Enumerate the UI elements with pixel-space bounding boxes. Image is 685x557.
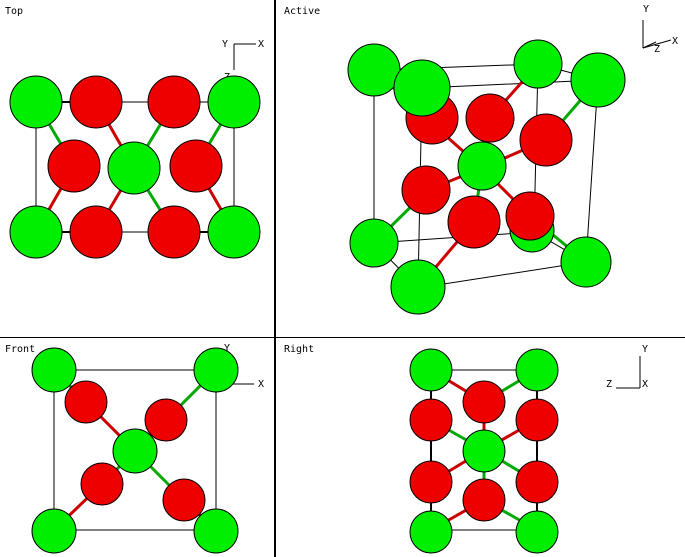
right-axis-y-label: Y (642, 344, 648, 355)
right-atom-red (409, 460, 453, 504)
active-axis-gizmo: Y X Z (642, 4, 678, 55)
top-pane-title: Top (5, 6, 24, 17)
active-atom-green (570, 52, 626, 108)
active-atom-green (393, 59, 451, 117)
front-atom-green (31, 508, 77, 554)
active-atoms (347, 39, 626, 315)
active-axis-x-label: X (672, 36, 678, 47)
top-atom-green (9, 75, 63, 129)
right-atom-red (515, 460, 559, 504)
right-pane-title: Right (284, 344, 315, 355)
front-atom-green (193, 508, 239, 554)
front-atom-red (144, 398, 188, 442)
active-axis-y-label: Y (643, 4, 649, 15)
top-unit-cell (35, 101, 235, 233)
viewport-active[interactable]: Y X Z (276, 0, 685, 337)
active-view-canvas: Y X Z (347, 4, 678, 315)
front-atom-green (112, 428, 158, 474)
top-atom-red (169, 139, 223, 193)
front-atom-red (80, 462, 124, 506)
horizontal-divider[interactable] (0, 337, 685, 338)
vertical-divider[interactable] (274, 0, 276, 557)
front-axis-x-label: X (258, 379, 264, 390)
front-atom-red (64, 380, 108, 424)
top-atom-green (107, 141, 161, 195)
right-axis-x-label: X (642, 379, 648, 390)
front-pane-title: Front (5, 344, 36, 355)
top-atom-red (147, 205, 201, 259)
right-atoms (409, 348, 559, 554)
front-axis-y-label: Y (224, 343, 230, 354)
right-atom-green (515, 510, 559, 554)
right-axis-gizmo: Y X Z (606, 344, 648, 390)
top-atom-red (69, 205, 123, 259)
active-atom-green (390, 259, 446, 315)
front-atom-green (193, 347, 239, 393)
right-atom-green (462, 429, 506, 473)
active-atom-green (560, 236, 612, 288)
top-atom-green (207, 205, 261, 259)
active-atom-red (505, 191, 555, 241)
active-pane-title: Active (284, 6, 321, 17)
top-atom-red (47, 139, 101, 193)
viewport-right[interactable]: Y X Z (276, 338, 685, 557)
top-atom-red (69, 75, 123, 129)
right-axis-z-label: Z (606, 379, 612, 390)
right-atom-red (515, 398, 559, 442)
active-atom-red (465, 93, 515, 143)
top-atom-green (207, 75, 261, 129)
viewport-top[interactable]: Y X Z (0, 0, 274, 337)
active-axis-z-label: Z (654, 44, 660, 55)
right-atom-green (515, 348, 559, 392)
right-atom-red (409, 398, 453, 442)
top-axis-x-label: X (258, 39, 264, 50)
right-atom-red (462, 380, 506, 424)
front-atom-green (31, 347, 77, 393)
front-unit-cell (53, 369, 217, 531)
top-axis-y-label: Y (222, 39, 228, 50)
front-atoms (31, 347, 239, 554)
active-atom-green (457, 141, 507, 191)
top-view-canvas: Y X Z (9, 39, 264, 259)
active-atom-red (401, 165, 451, 215)
right-atom-green (409, 348, 453, 392)
top-atom-green (9, 205, 63, 259)
right-atom-green (409, 510, 453, 554)
active-atom-green (513, 39, 563, 89)
active-atom-red (519, 113, 573, 167)
active-atom-green (347, 43, 401, 97)
right-view-canvas: Y X Z (409, 344, 648, 554)
top-atoms (9, 75, 261, 259)
right-atom-red (462, 478, 506, 522)
front-view-canvas: Y X (31, 343, 264, 554)
front-atom-red (162, 478, 206, 522)
active-atom-red (447, 195, 501, 249)
top-atom-red (147, 75, 201, 129)
active-atom-green (349, 218, 399, 268)
viewport-front[interactable]: Y X (0, 338, 274, 557)
